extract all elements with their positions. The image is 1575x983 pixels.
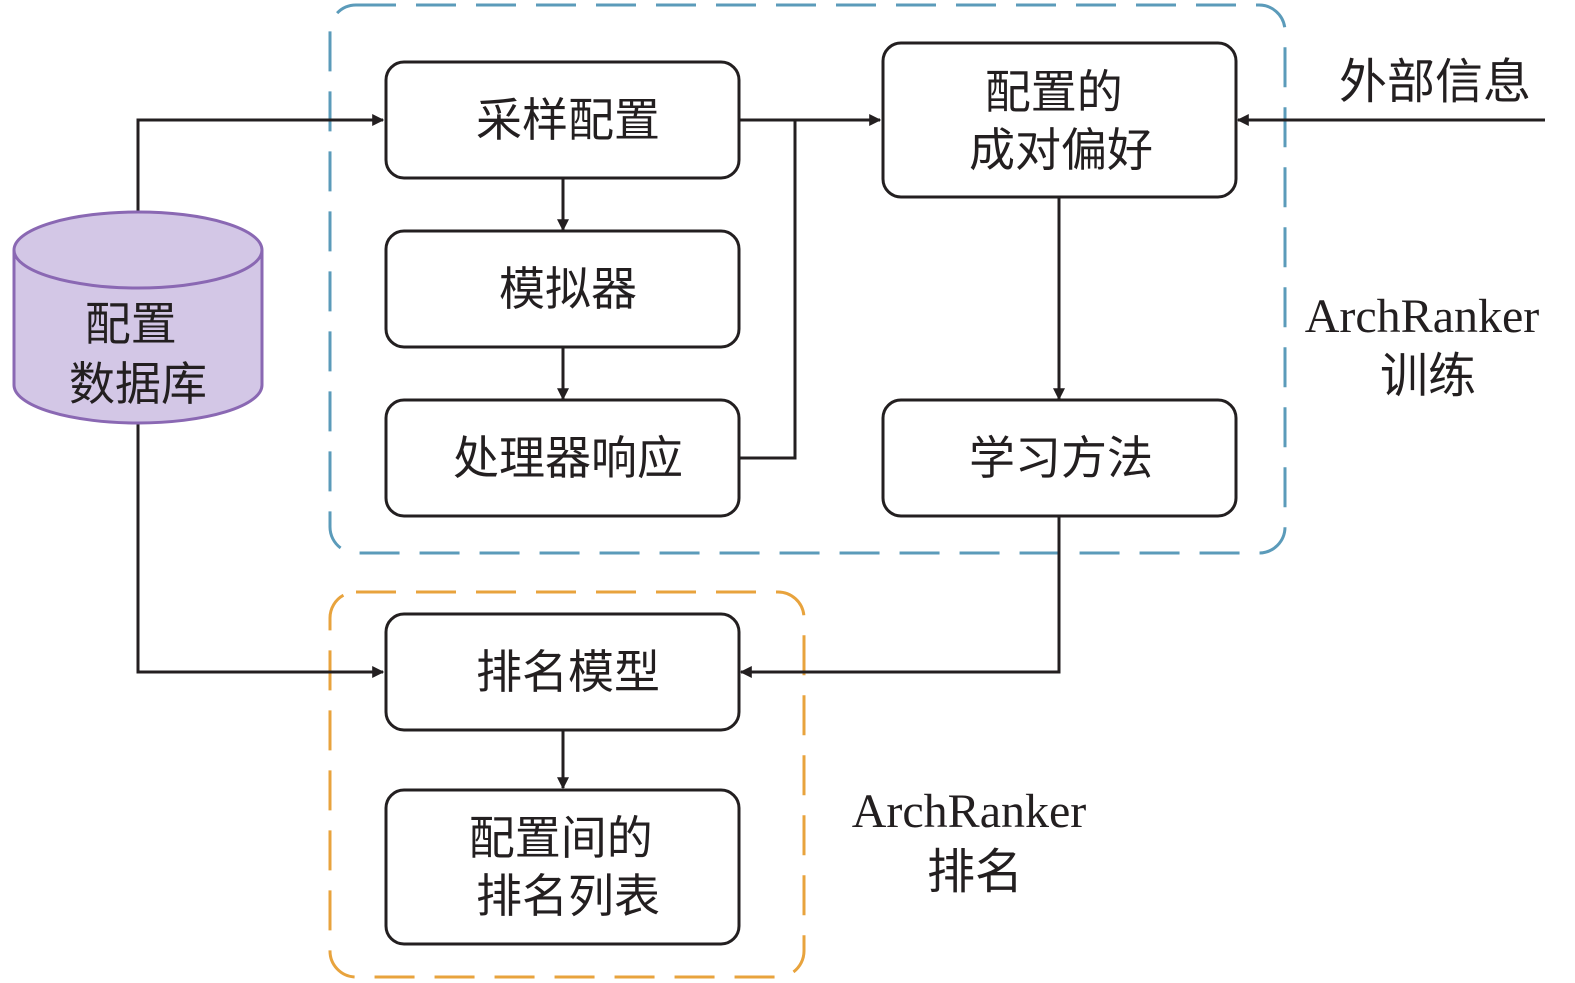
database-label-line-1: 配置 xyxy=(85,297,177,351)
pairwise-preference-box xyxy=(881,41,1238,199)
config-database: 配置 数据库 xyxy=(12,210,264,425)
external-info-label: 外部信息 xyxy=(1339,56,1531,109)
svg-text:ArchRanker 训练: ArchRanker 训练 xyxy=(1305,290,1552,403)
svg-text:排名模型: 排名模型 xyxy=(476,645,660,699)
edge-learning-to-ranking-model xyxy=(739,516,1061,678)
learning-method-label: 学习方法 xyxy=(969,431,1153,485)
svg-text:处理器响应: 处理器响应 xyxy=(453,431,683,485)
ranked-list-label-line-1: 配置间的 xyxy=(469,811,653,865)
ranked-list-label-line-2: 排名列表 xyxy=(476,869,660,923)
training-group-boundary xyxy=(328,3,1287,555)
svg-text:学习方法: 学习方法 xyxy=(969,431,1153,485)
processor-response-box xyxy=(384,398,741,518)
svg-text:采样配置: 采样配置 xyxy=(476,93,660,147)
processor-response-label: 处理器响应 xyxy=(453,431,683,485)
sample-config-label: 采样配置 xyxy=(476,93,660,147)
svg-text:配置的 成对偏好: 配置的 成对偏好 xyxy=(969,65,1153,177)
simulator-label: 模拟器 xyxy=(499,262,637,316)
svg-text:模拟器: 模拟器 xyxy=(499,262,637,316)
training-group-label-line-2: 训练 xyxy=(1380,350,1476,403)
database-label-line-2: 数据库 xyxy=(69,357,207,411)
pairwise-preference-label-line-1: 配置的 xyxy=(985,65,1123,119)
sample-config-box xyxy=(384,60,741,180)
edge-response-to-preference xyxy=(739,120,797,460)
ranking-model-label: 排名模型 xyxy=(476,645,660,699)
svg-text:配置 数据库: 配置 数据库 xyxy=(69,297,207,411)
training-group-label-line-1: ArchRanker xyxy=(1305,290,1540,343)
svg-text:外部信息: 外部信息 xyxy=(1339,56,1531,109)
edge-database-to-sample xyxy=(136,114,385,212)
svg-text:ArchRanker 排名: ArchRanker 排名 xyxy=(852,785,1099,899)
ranking-group-boundary xyxy=(328,590,806,979)
ranking-group-label-line-2: 排名 xyxy=(927,846,1023,899)
simulator-box xyxy=(384,229,741,349)
edge-database-to-ranking-model xyxy=(136,422,385,678)
pairwise-preference-label-line-2: 成对偏好 xyxy=(969,123,1153,177)
svg-text:配置间的 排名列表: 配置间的 排名列表 xyxy=(469,811,668,923)
ranking-group-label-line-1: ArchRanker xyxy=(852,785,1087,838)
learning-method-box xyxy=(881,398,1238,518)
ranked-list-box xyxy=(384,788,741,946)
ranking-model-box xyxy=(384,612,741,732)
